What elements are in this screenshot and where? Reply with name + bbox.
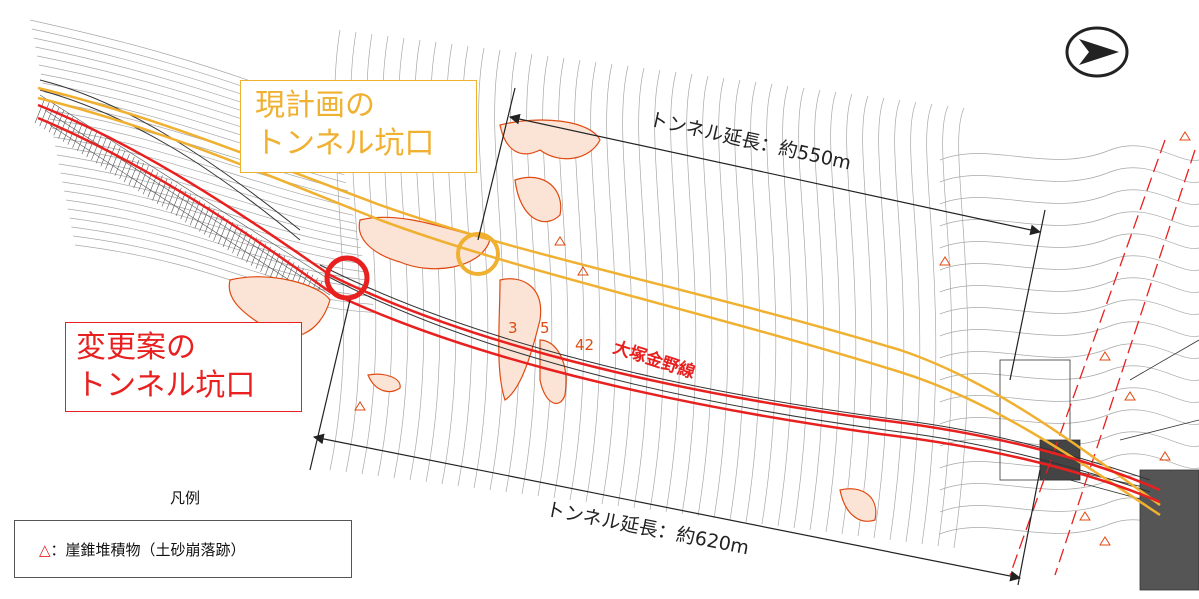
contour-line (681, 73, 697, 515)
contour-line (713, 77, 729, 519)
contour-line (56, 154, 358, 232)
contour-line (939, 145, 1199, 161)
current-plan-route (37, 86, 1161, 517)
existing-roads (39, 79, 1151, 493)
contour-line (905, 101, 921, 543)
contour-line (939, 233, 1199, 249)
upper-length-label: トンネル延長：約550m (647, 108, 853, 174)
contour-line (873, 97, 889, 539)
boundary-dashed-lines (1009, 139, 1196, 576)
contour-line (889, 99, 905, 541)
legend-title: 凡例 (170, 489, 201, 507)
dimension-lines (309, 87, 1046, 586)
callout-line: トンネル坑口 (255, 125, 435, 161)
contour-line (537, 55, 553, 497)
spot-label: 5 (540, 319, 550, 337)
proposed-change-callout: 変更案の トンネル坑口 (65, 322, 302, 412)
contour-line (521, 53, 537, 495)
proposed-portal-circle (324, 255, 370, 301)
contour-line (617, 65, 633, 507)
contour-line (505, 51, 521, 493)
current-portal-circle (456, 232, 500, 276)
contour-line (939, 365, 1199, 381)
callout-line: トンネル坑口 (76, 367, 256, 403)
contour-line (47, 109, 349, 192)
north-arrow-icon (1065, 26, 1129, 78)
road-name-label: 大塚金野線 (610, 337, 697, 383)
contour-line (939, 167, 1199, 183)
contour-line (585, 61, 601, 503)
contour-line (649, 69, 665, 511)
contour-line (489, 49, 505, 491)
contour-line (939, 343, 1199, 359)
contour-line (697, 75, 713, 517)
legend-text: ：崖錐堆積物（土砂崩落跡） (50, 541, 246, 559)
contour-line (65, 199, 367, 273)
lower-length-label: トンネル延長：約620m (544, 498, 751, 559)
callout-line: 変更案の (76, 330, 196, 365)
contour-line (857, 95, 873, 537)
spot-label: 3 (508, 319, 518, 337)
contour-line (939, 189, 1199, 205)
legend-box: △：崖錐堆積物（土砂崩落跡） (14, 520, 352, 578)
contour-line (953, 107, 969, 549)
contour-line (939, 299, 1199, 315)
contour-line (937, 105, 953, 547)
contour-line (939, 277, 1199, 293)
contour-line (633, 67, 649, 509)
triangle-symbol-icon: △ (39, 541, 51, 559)
current-plan-callout: 現計画の トンネル坑口 (240, 80, 477, 173)
contour-line (939, 409, 1199, 425)
contour-line (939, 321, 1199, 337)
contour-line (55, 145, 356, 224)
callout-line: 現計画の (255, 88, 375, 123)
contour-line (51, 127, 352, 208)
contour-line (569, 59, 585, 501)
contour-line (74, 244, 376, 313)
contour-lines (29, 19, 1199, 549)
contour-line (553, 57, 569, 499)
contour-line (939, 255, 1199, 271)
talus-triangle-markers (354, 131, 1191, 546)
spot-label: 42 (575, 336, 594, 354)
contour-line (49, 118, 350, 200)
contour-line (73, 235, 374, 305)
contour-line (64, 190, 365, 265)
talus-deposit-areas (228, 119, 877, 522)
contour-line (665, 71, 681, 513)
contour-line (58, 163, 359, 240)
contour-line (939, 387, 1199, 403)
contour-line (921, 103, 937, 545)
contour-line (60, 172, 361, 249)
contour-line (601, 63, 617, 505)
